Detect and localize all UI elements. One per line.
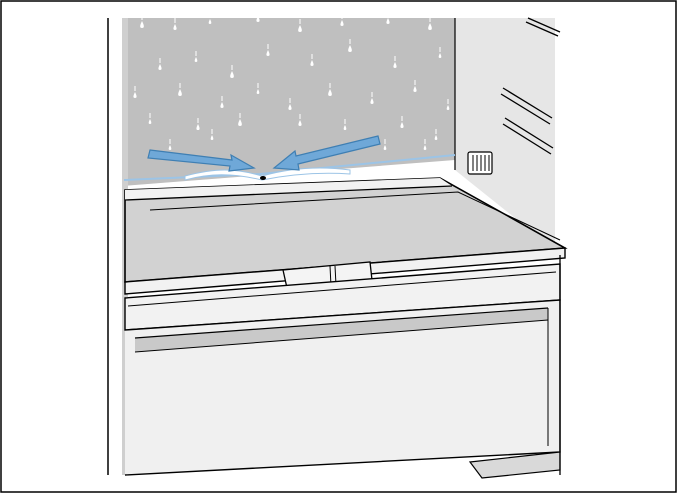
vent-grille-icon (468, 152, 492, 174)
drain-hole-icon (260, 176, 266, 180)
